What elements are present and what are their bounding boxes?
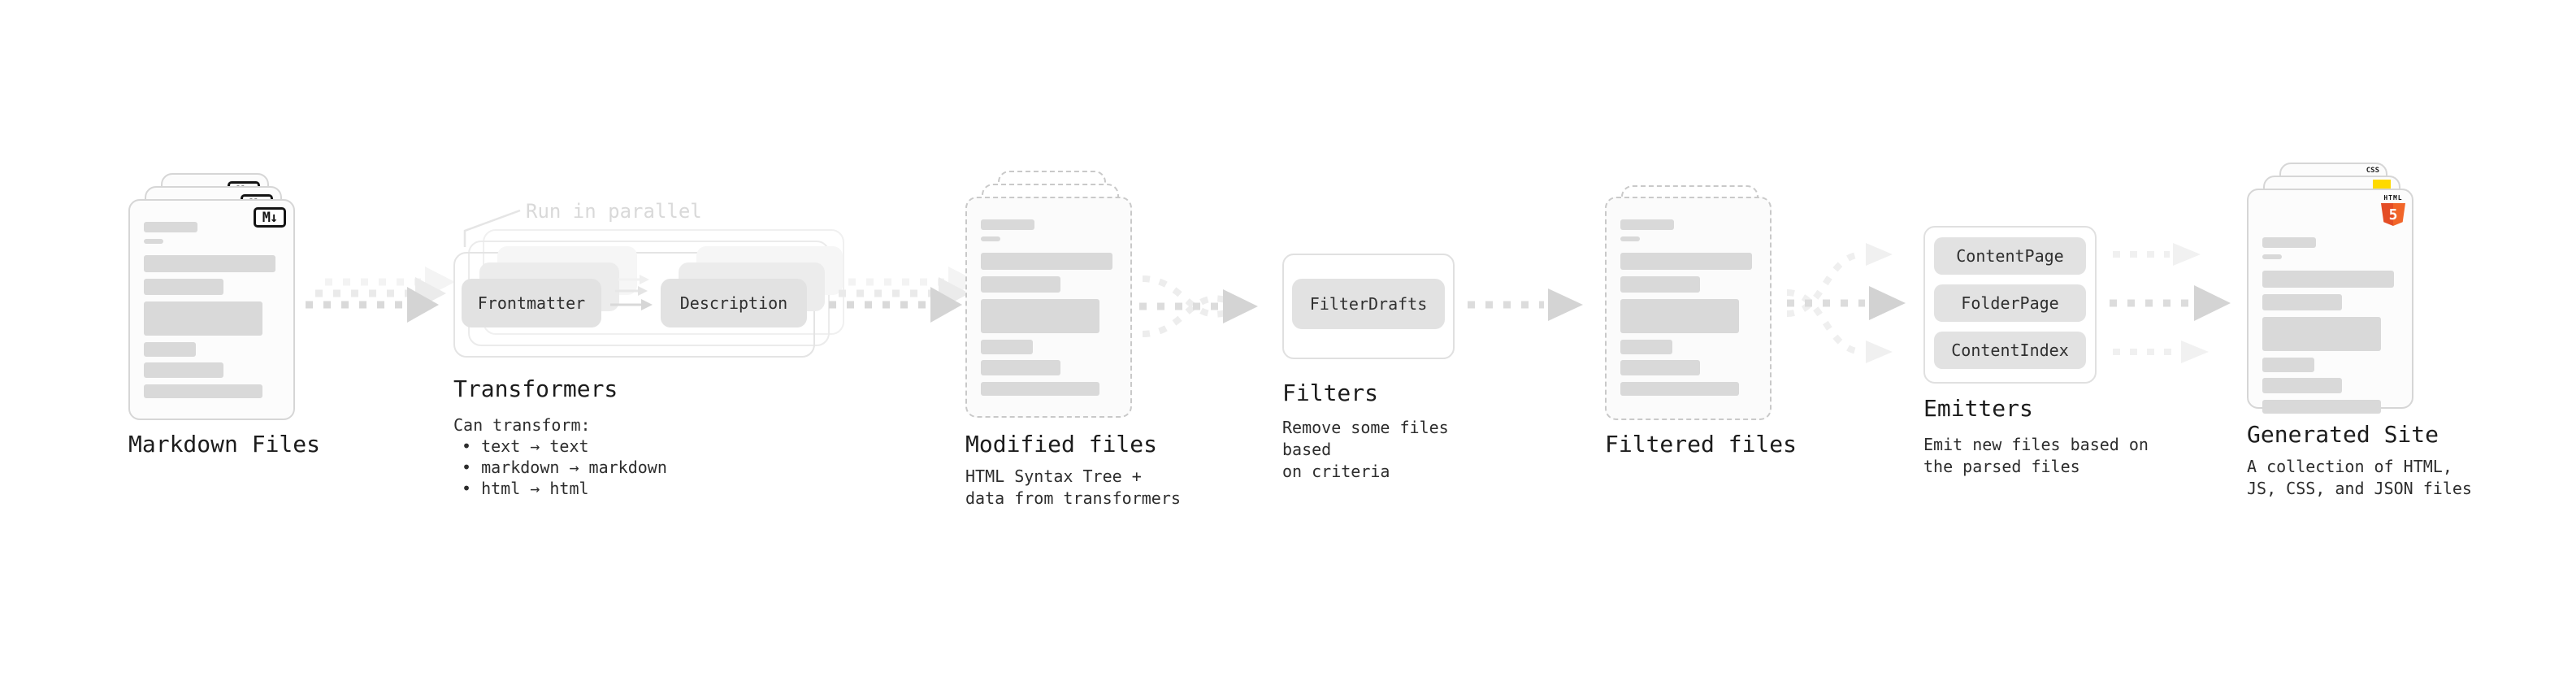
stage-subtitle-generated-site: A collection of HTML, JS, CSS, and JSON … — [2247, 457, 2472, 498]
transformers-description: Can transform: • text → text • markdown … — [453, 414, 667, 499]
document-content — [144, 222, 275, 398]
placeholder-line — [144, 362, 223, 378]
document-content — [1620, 219, 1752, 396]
document-content — [981, 219, 1112, 396]
placeholder-line — [2262, 358, 2314, 372]
placeholder-line — [981, 382, 1099, 396]
transformer-box-frontmatter: Frontmatter — [462, 279, 601, 327]
document-card-dashed — [1605, 197, 1772, 420]
placeholder-line — [144, 239, 163, 244]
stage-title-transformers: Transformers — [453, 375, 618, 402]
stage-title-filtered-files: Filtered files — [1605, 431, 1798, 458]
stage-subtitle-modified-files: HTML Syntax Tree + data from transformer… — [965, 466, 1181, 508]
arrow-filtered-to-emitters — [1786, 243, 1906, 363]
js-icon — [2373, 180, 2391, 190]
placeholder-line — [2262, 237, 2316, 248]
stage-filters: FilterDrafts Filters Remove some files b… — [1282, 254, 1494, 497]
stage-transformers: Run in parallel Frontmatter Description … — [453, 195, 852, 504]
arrow-transformers-to-modified — [829, 267, 978, 323]
parallel-mini-arrows — [610, 275, 653, 310]
arrow-modified-to-filters — [1139, 275, 1258, 337]
placeholder-line — [1620, 360, 1700, 375]
placeholder-line — [981, 340, 1033, 354]
placeholder-line — [144, 342, 196, 357]
transformer-box-description: Description — [661, 279, 807, 327]
placeholder-line — [1620, 382, 1739, 396]
placeholder-line — [2262, 294, 2342, 310]
stage-emitters: ContentPage FolderPage ContentIndex Emit… — [1923, 226, 2167, 494]
placeholder-line — [144, 301, 262, 336]
placeholder-line — [1620, 299, 1739, 333]
placeholder-line — [981, 219, 1034, 230]
markdown-icon: M↓ — [254, 207, 286, 228]
placeholder-line — [1620, 236, 1640, 241]
stage-title-modified-files: Modified files — [965, 431, 1158, 458]
placeholder-line — [1620, 276, 1700, 293]
stage-subtitle-emitters: Emit new files based on the parsed files — [1923, 435, 2149, 476]
transformers-desc-heading: Can transform: — [453, 415, 591, 435]
placeholder-line — [2262, 254, 2282, 259]
arrow-markdown-to-transformers — [306, 267, 455, 323]
placeholder-line — [144, 222, 197, 232]
emitter-box-folderpage: FolderPage — [1934, 284, 2086, 322]
stage-title-emitters: Emitters — [1923, 395, 2033, 422]
stage-filtered-files: Filtered files — [1605, 185, 1816, 478]
placeholder-line — [2262, 271, 2394, 288]
html5-icon-shield: 5 — [2381, 203, 2405, 226]
placeholder-line — [2262, 400, 2381, 414]
html5-icon: HTML 5 — [2381, 194, 2405, 226]
emitter-box-contentpage: ContentPage — [1934, 237, 2086, 275]
placeholder-line — [981, 253, 1112, 270]
arrow-emitters-to-site — [2110, 243, 2231, 363]
stage-title-markdown-files: Markdown Files — [128, 431, 321, 458]
stage-modified-files: Modified files HTML Syntax Tree + data f… — [965, 171, 1193, 512]
placeholder-line — [144, 384, 262, 398]
transformers-bullet: • markdown → markdown — [462, 458, 667, 477]
stage-title-generated-site: Generated Site — [2247, 421, 2439, 448]
placeholder-line — [144, 279, 223, 295]
placeholder-line — [981, 299, 1099, 333]
emitter-box-contentindex: ContentIndex — [1934, 332, 2086, 369]
transformers-bullet: • html → html — [462, 479, 589, 498]
parallel-note: Run in parallel — [526, 200, 702, 223]
placeholder-line — [2262, 378, 2342, 393]
stage-markdown-files: M↓ M↓ M↓ Markdown Files — [128, 173, 340, 482]
filter-box-filterdrafts: FilterDrafts — [1292, 279, 1445, 329]
placeholder-line — [981, 236, 1000, 241]
document-content — [2262, 237, 2394, 414]
placeholder-line — [1620, 340, 1672, 354]
document-card: M↓ — [128, 199, 295, 420]
stage-generated-site: CSS HTML 5 Generated Site A collection o… — [2247, 163, 2515, 504]
transformers-bullet: • text → text — [462, 436, 589, 456]
placeholder-line — [1620, 253, 1752, 270]
html5-icon-text: HTML — [2383, 194, 2403, 202]
document-card-dashed — [965, 197, 1132, 418]
placeholder-line — [1620, 219, 1674, 230]
document-card: HTML 5 — [2247, 189, 2413, 414]
placeholder-line — [981, 360, 1060, 375]
arrow-filters-to-filtered — [1468, 288, 1583, 321]
placeholder-line — [2262, 317, 2381, 351]
parallel-callout-line — [463, 209, 521, 247]
stage-title-filters: Filters — [1282, 380, 1379, 406]
placeholder-line — [981, 276, 1060, 293]
placeholder-line — [144, 255, 275, 272]
stage-subtitle-filters: Remove some files based on criteria — [1282, 418, 1449, 481]
